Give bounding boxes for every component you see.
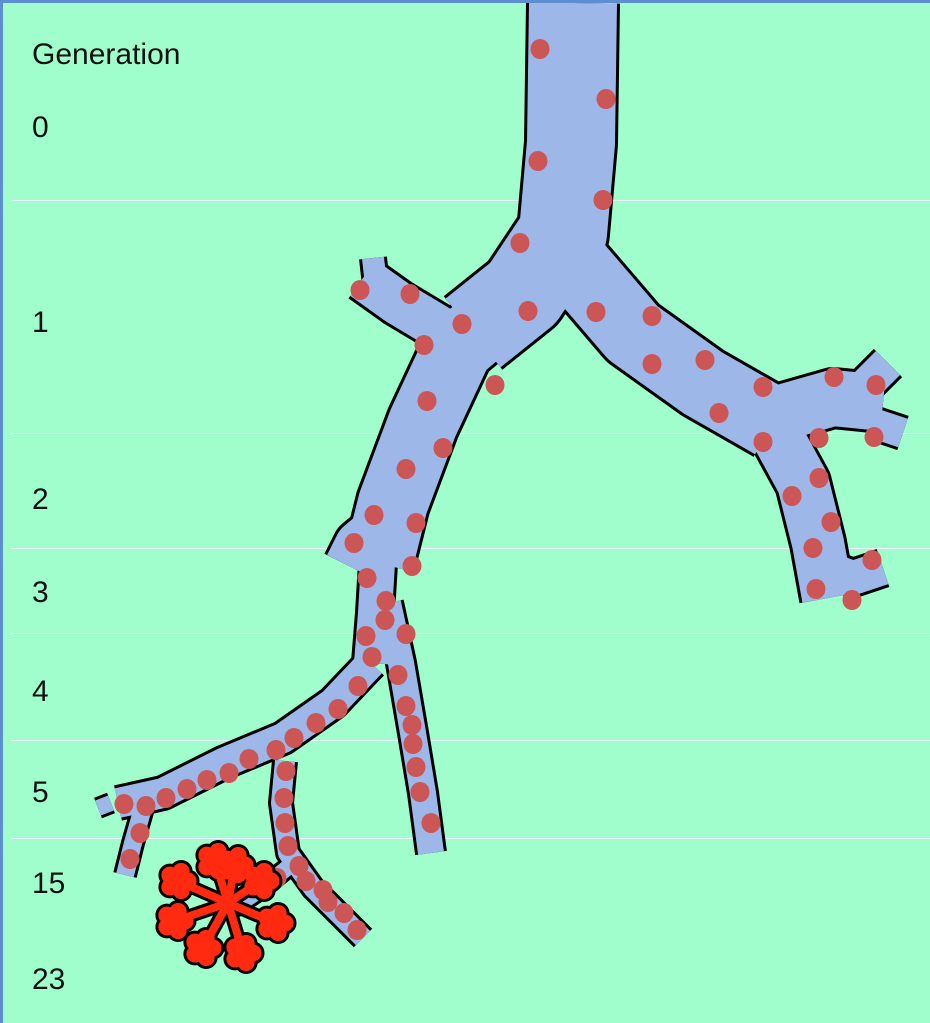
- deposited-particle-icon: [643, 306, 662, 326]
- deposited-particle-icon: [115, 794, 134, 814]
- deposited-particle-icon: [348, 920, 367, 940]
- deposited-particle-icon: [267, 740, 286, 760]
- deposited-particle-icon: [422, 813, 441, 833]
- deposited-particle-icon: [404, 734, 423, 754]
- deposited-particle-icon: [279, 836, 298, 856]
- deposited-particle-icon: [710, 403, 729, 423]
- deposited-particle-icon: [519, 301, 538, 321]
- deposited-particle-icon: [365, 505, 384, 525]
- deposited-particle-icon: [329, 699, 348, 719]
- deposited-particle-icon: [376, 610, 395, 630]
- deposited-particle-icon: [531, 39, 550, 59]
- deposited-particle-icon: [597, 89, 616, 109]
- left-main-bronchus: [378, 293, 523, 563]
- deposited-particle-icon: [121, 849, 140, 869]
- deposited-particle-icon: [240, 749, 259, 769]
- deposited-particle-icon: [804, 538, 823, 558]
- deposited-particle-icon: [357, 626, 376, 646]
- deposited-particle-icon: [783, 486, 802, 506]
- deposited-particle-icon: [220, 763, 239, 783]
- deposited-particle-icon: [198, 770, 217, 790]
- deposited-particle-icon: [865, 427, 884, 447]
- deposited-particle-icon: [401, 284, 420, 304]
- deposited-particle-icon: [349, 676, 368, 696]
- bronchiole-tip-b: [98, 803, 111, 808]
- deposited-particle-icon: [867, 375, 886, 395]
- deposited-particle-icon: [275, 788, 294, 808]
- deposited-particle-icon: [157, 788, 176, 808]
- deposited-particle-icon: [529, 151, 548, 171]
- deposited-particle-icon: [297, 871, 316, 891]
- deposited-particles: [115, 39, 886, 940]
- deposited-particle-icon: [486, 375, 505, 395]
- deposited-particle-icon: [407, 757, 426, 777]
- deposited-particle-icon: [377, 591, 396, 611]
- deposited-particle-icon: [307, 713, 326, 733]
- deposited-particle-icon: [397, 459, 416, 479]
- deposited-particle-icon: [335, 903, 354, 923]
- alveolar-sac-icon: [157, 841, 295, 972]
- deposited-particle-icon: [137, 796, 156, 816]
- deposited-particle-icon: [276, 813, 295, 833]
- deposited-particle-icon: [351, 280, 370, 300]
- deposited-particle-icon: [418, 391, 437, 411]
- deposited-particle-icon: [511, 233, 530, 253]
- deposited-particle-icon: [345, 533, 364, 553]
- deposited-particle-icon: [178, 779, 197, 799]
- deposited-particle-icon: [696, 350, 715, 370]
- deposited-particle-icon: [754, 377, 773, 397]
- lateral-bronchiole: [118, 663, 371, 803]
- deposited-particle-icon: [397, 696, 416, 716]
- right-upper-branch: [763, 398, 883, 418]
- right-main-bronchus: [573, 263, 773, 423]
- deposited-particle-icon: [397, 624, 416, 644]
- deposited-particle-icon: [131, 823, 150, 843]
- deposited-particle-icon: [587, 302, 606, 322]
- deposited-particle-icon: [863, 550, 882, 570]
- deposited-particle-icon: [277, 761, 296, 781]
- deposited-particle-icon: [389, 665, 408, 685]
- deposited-particle-icon: [822, 512, 841, 532]
- deposited-particle-icon: [403, 715, 422, 735]
- deposited-particle-icon: [434, 438, 453, 458]
- deposited-particle-icon: [594, 190, 613, 210]
- bronchial-tree-icon: [3, 3, 930, 1023]
- deposited-particle-icon: [825, 367, 844, 387]
- deposited-particle-icon: [363, 647, 382, 667]
- deposited-particle-icon: [285, 728, 304, 748]
- airway-branches: [98, 3, 903, 938]
- deposited-particle-icon: [810, 428, 829, 448]
- deposited-particle-icon: [643, 354, 662, 374]
- deposited-particle-icon: [403, 556, 422, 576]
- deposited-particle-icon: [807, 579, 826, 599]
- deposited-particle-icon: [415, 335, 434, 355]
- deposited-particle-icon: [453, 314, 472, 334]
- deposited-particle-icon: [810, 468, 829, 488]
- deposited-particle-icon: [411, 782, 430, 802]
- deposited-particle-icon: [843, 590, 862, 610]
- deposited-particle-icon: [358, 568, 377, 588]
- left-upper-stub: [373, 258, 378, 303]
- deposited-particle-icon: [407, 513, 426, 533]
- deposited-particle-icon: [754, 432, 773, 452]
- deposited-particle-icon: [319, 892, 338, 912]
